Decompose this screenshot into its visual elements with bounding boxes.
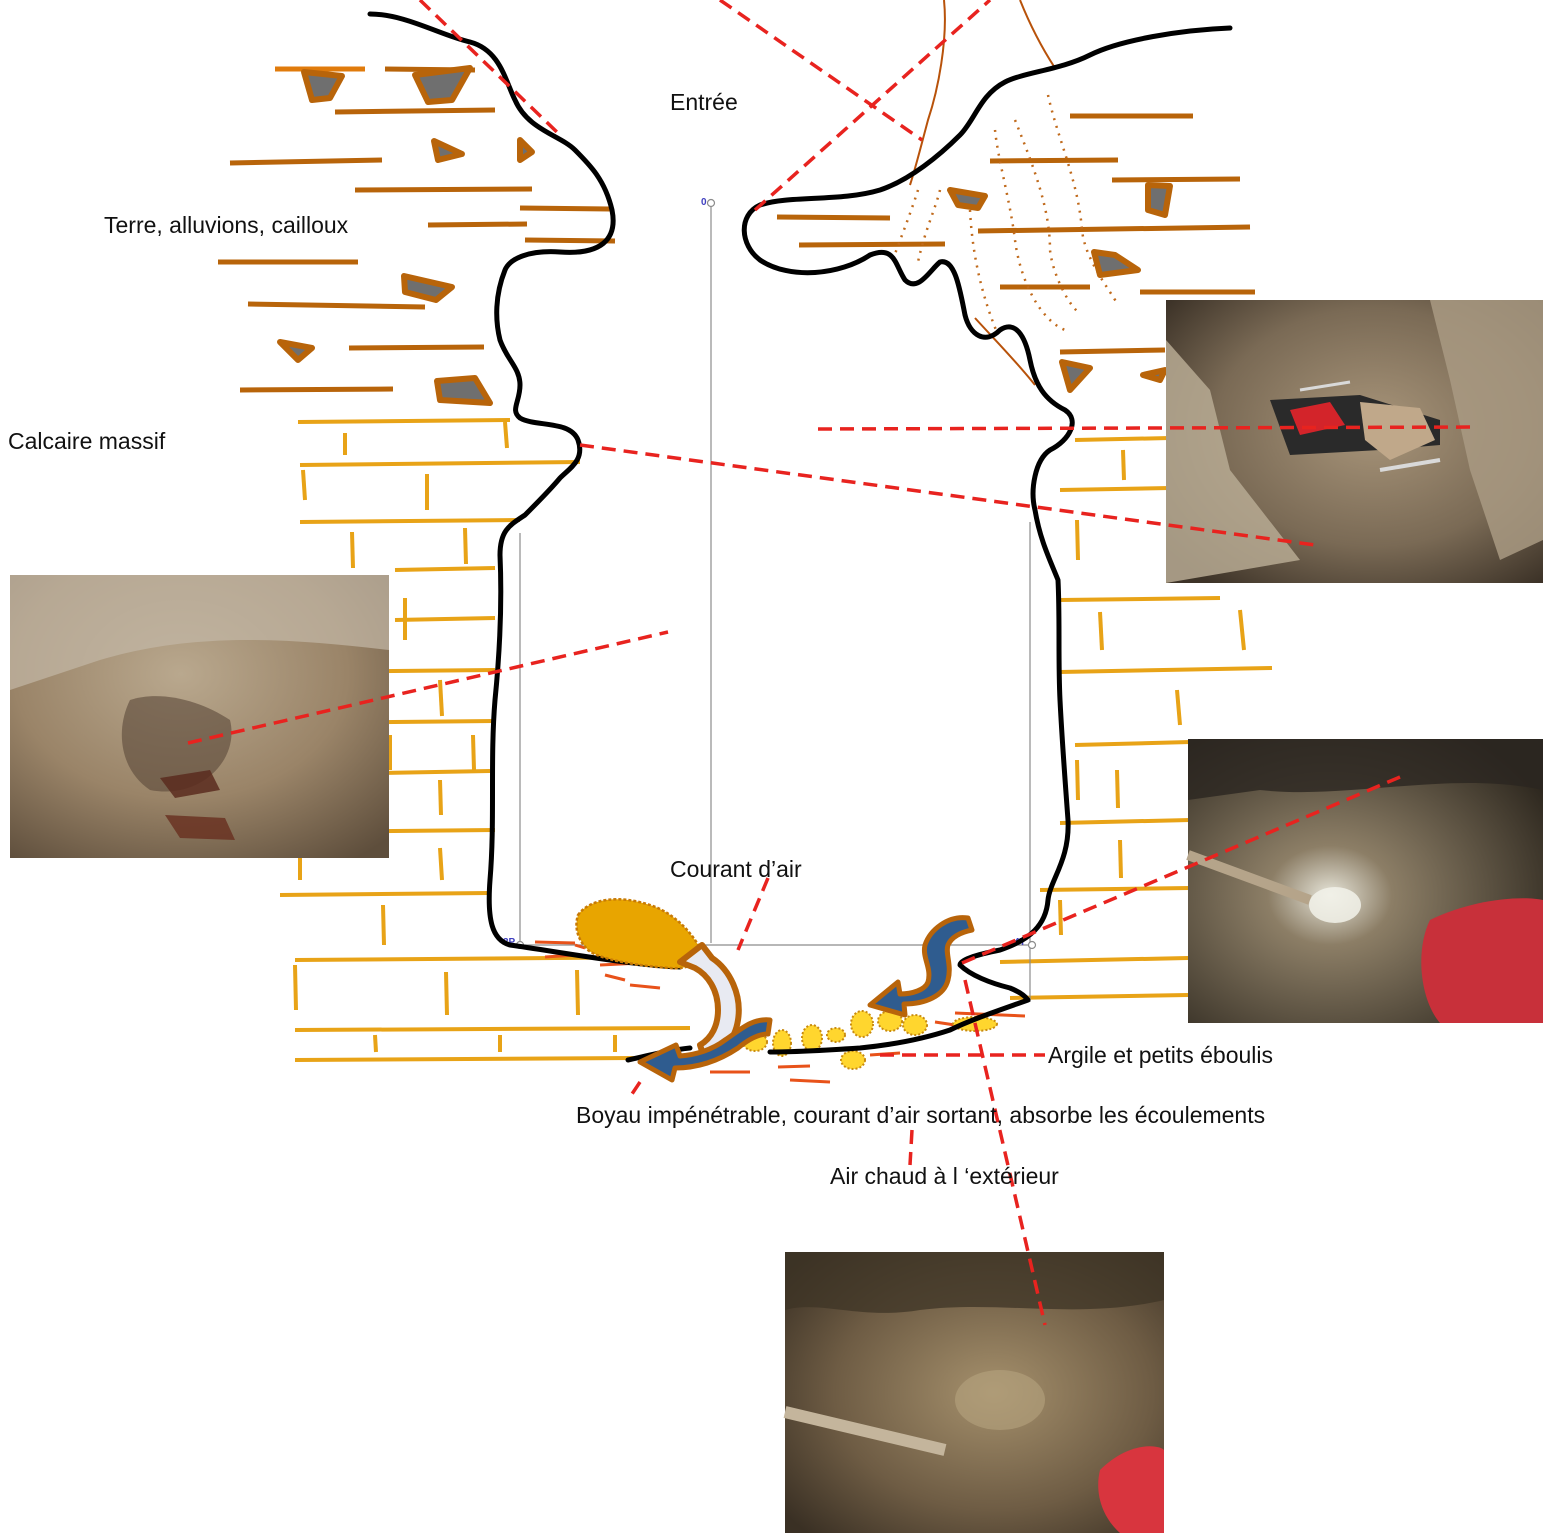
clay-pebbles bbox=[743, 1011, 997, 1069]
photo-entrance-boots bbox=[1166, 300, 1543, 583]
clay-scree-dashes bbox=[535, 942, 1025, 1082]
label-entrance: Entrée bbox=[670, 89, 738, 116]
label-clay-scree: Argile et petits éboulis bbox=[1048, 1042, 1273, 1069]
label-massive-limestone: Calcaire massif bbox=[8, 428, 165, 455]
roots bbox=[910, 0, 1055, 385]
photo-narrow-crawl-right bbox=[1188, 739, 1543, 1023]
label-warm-air-outside: Air chaud à l ‘extérieur bbox=[830, 1163, 1059, 1190]
air-outflow-arrow-right bbox=[870, 918, 972, 1015]
soil-strata bbox=[218, 69, 1255, 390]
survey-mark-top: 0 bbox=[701, 197, 707, 208]
photo-bottom-crawl bbox=[785, 1252, 1164, 1533]
photo-cave-wall-left bbox=[10, 575, 389, 858]
label-air-current: Courant d’air bbox=[670, 856, 802, 883]
label-soil-alluvium: Terre, alluvions, cailloux bbox=[104, 212, 348, 239]
stones bbox=[280, 68, 1170, 403]
label-impenetrable-crawl: Boyau impénétrable, courant d’air sortan… bbox=[576, 1102, 1265, 1129]
